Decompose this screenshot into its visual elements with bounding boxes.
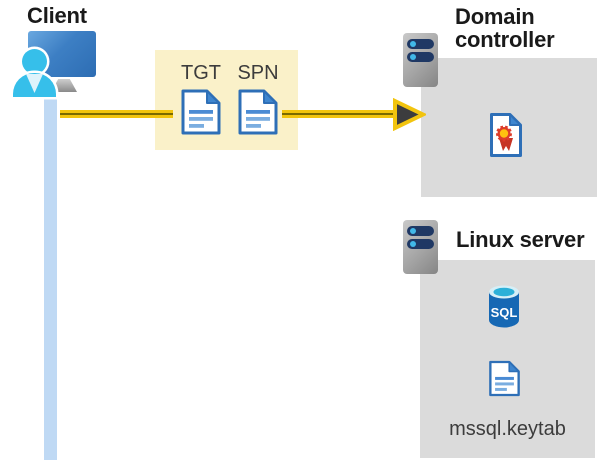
tgt-document-icon (181, 89, 221, 135)
spn-label: SPN (237, 62, 279, 84)
server-led-icon (409, 53, 416, 60)
linux-server-title: Linux server (456, 227, 585, 252)
tgt-label: TGT (181, 62, 221, 84)
keytab-filename-label: mssql.keytab (449, 418, 566, 440)
server-slot (407, 226, 434, 236)
domain-controller-server-icon (403, 33, 438, 87)
server-slot (407, 239, 434, 249)
server-led-icon (409, 227, 416, 234)
sql-label: SQL (491, 305, 518, 320)
monitor-stand-icon (51, 77, 77, 92)
spn-document-icon (238, 89, 278, 135)
person-icon (22, 49, 47, 74)
server-led-icon (409, 240, 416, 247)
sql-database-icon: SQL (489, 285, 519, 328)
request-arrow-left-segment (60, 110, 173, 118)
request-arrow-right-segment (282, 110, 398, 118)
server-led-icon (409, 40, 416, 47)
server-slot (407, 52, 434, 62)
request-arrowhead-icon (393, 98, 426, 131)
linux-server-server-icon (403, 220, 438, 274)
client-connection-line (44, 84, 57, 460)
domain-controller-title: Domain controller (455, 4, 555, 52)
keytab-document-icon (489, 360, 520, 397)
server-slot (407, 39, 434, 49)
client-title: Client (27, 3, 87, 28)
certificate-icon (490, 113, 522, 157)
